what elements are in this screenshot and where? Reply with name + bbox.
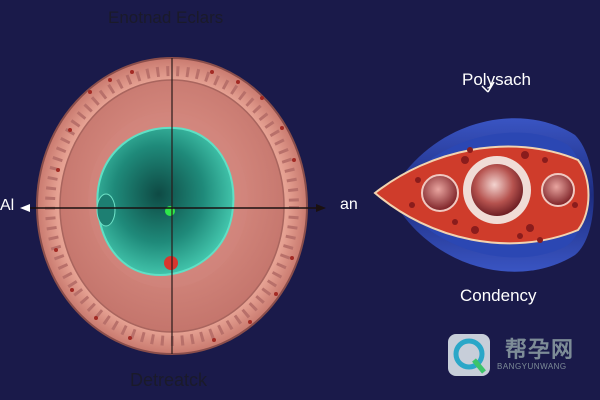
watermark-text: 帮孕网 — [505, 337, 575, 363]
right-marker-label: an — [340, 196, 358, 213]
blood-cells — [409, 147, 578, 243]
left-cell — [421, 174, 459, 212]
teal-core — [96, 126, 235, 277]
left-structure — [20, 57, 326, 355]
ring-dots — [54, 70, 296, 342]
right-bottom-label: Condency — [460, 286, 537, 305]
small-arrow-icon — [481, 81, 495, 93]
large-cell-nucleus — [471, 164, 523, 216]
right-top-label: Polysach — [462, 70, 531, 89]
watermark-logo — [448, 334, 490, 376]
watermark-subtext: BANGYUNWANG — [497, 362, 567, 371]
left-arrow-icon — [20, 204, 30, 212]
right-arrow-icon — [316, 204, 326, 212]
right-cell — [541, 173, 575, 207]
right-structure — [373, 81, 594, 272]
bottom-label: Detreatck — [130, 370, 208, 390]
diagram-title: Enotnad Eclars — [108, 8, 224, 27]
teal-side-lobe — [96, 193, 116, 227]
left-marker-label: Al — [0, 197, 15, 214]
red-spot — [164, 256, 178, 270]
